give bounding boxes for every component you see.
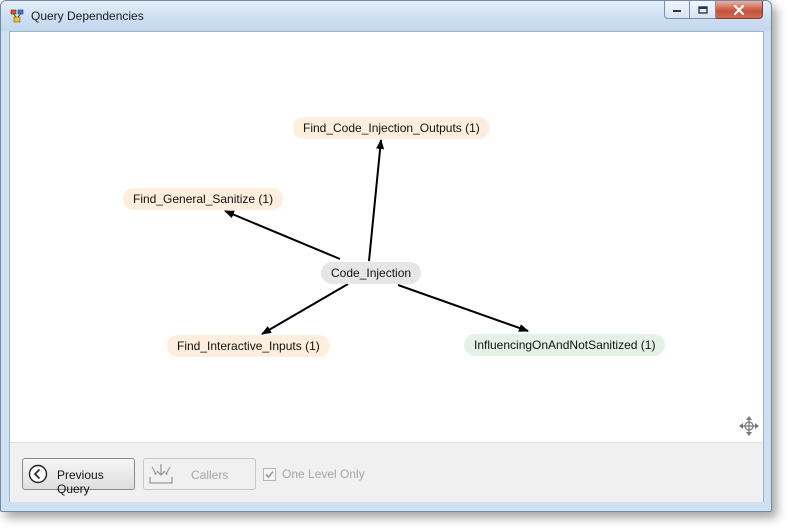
node-find-code-injection-outputs[interactable]: Find_Code_Injection_Outputs (1) <box>293 117 490 139</box>
title-bar[interactable]: Query Dependencies <box>1 1 771 31</box>
graph-edges <box>224 139 529 335</box>
query-dependencies-window: Query Dependencies <box>0 0 772 512</box>
minimize-button[interactable] <box>664 1 690 19</box>
restore-icon <box>697 5 708 14</box>
edge-to-find-code-injection-outputs <box>368 139 385 262</box>
back-arrow-circle-icon <box>28 464 48 484</box>
window-title: Query Dependencies <box>31 9 144 23</box>
checkmark-icon <box>265 470 274 479</box>
restore-button[interactable] <box>690 1 716 19</box>
previous-query-label: Previous Query <box>57 468 104 496</box>
callers-button[interactable]: Callers <box>143 458 256 490</box>
edge-to-find-interactive-inputs <box>261 283 349 335</box>
query-dependencies-icon <box>10 9 24 23</box>
node-label: Find_Interactive_Inputs (1) <box>177 339 320 353</box>
node-label: Find_Code_Injection_Outputs (1) <box>303 121 480 135</box>
edge-to-find-general-sanitize <box>224 210 341 260</box>
node-find-general-sanitize[interactable]: Find_General_Sanitize (1) <box>123 188 284 210</box>
node-label: InfluencingOnAndNotSanitized (1) <box>474 338 656 352</box>
node-influencing-on-and-not-sanitized[interactable]: InfluencingOnAndNotSanitized (1) <box>464 334 666 356</box>
node-find-interactive-inputs[interactable]: Find_Interactive_Inputs (1) <box>167 335 330 357</box>
client-area: Find_Code_Injection_Outputs (1) Find_Gen… <box>9 31 764 502</box>
bottom-toolbar: Previous Query Callers One Level Only <box>10 442 763 502</box>
window-controls <box>664 1 763 20</box>
move-cursor-icon[interactable] <box>738 415 760 437</box>
one-level-only-checkbox[interactable] <box>263 468 276 481</box>
callers-icon <box>149 464 173 484</box>
close-button[interactable] <box>716 1 763 19</box>
node-label: Code_Injection <box>331 266 412 280</box>
node-label: Find_General_Sanitize (1) <box>133 192 274 206</box>
callers-label: Callers <box>191 468 229 482</box>
previous-query-button[interactable]: Previous Query <box>22 458 135 496</box>
dependency-graph[interactable]: Find_Code_Injection_Outputs (1) Find_Gen… <box>10 32 763 442</box>
edge-to-influencing-on-and-not-sanitized <box>397 284 529 332</box>
close-icon <box>733 4 745 15</box>
one-level-only-label: One Level Only <box>282 467 365 481</box>
node-code-injection[interactable]: Code_Injection <box>321 262 422 284</box>
minimize-icon <box>673 9 681 12</box>
